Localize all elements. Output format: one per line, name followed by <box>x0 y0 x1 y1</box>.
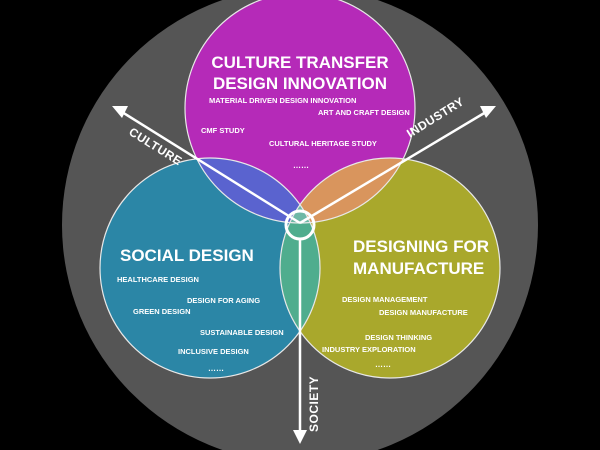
overlap-top-left <box>185 158 320 223</box>
top-item: …… <box>293 161 309 170</box>
left-item: …… <box>208 364 224 373</box>
left-item: DESIGN FOR AGING <box>187 296 260 305</box>
axis-culture-line <box>121 110 301 225</box>
right-item: DESIGN THINKING <box>365 333 432 342</box>
top-item: ART AND CRAFT DESIGN <box>318 108 410 117</box>
axis-industry-line <box>299 110 487 225</box>
top-item: CULTURAL HERITAGE STUDY <box>269 139 377 148</box>
circle-outline-right <box>279 157 501 379</box>
left-item: SUSTAINABLE DESIGN <box>200 328 284 337</box>
right-circle-text: DESIGNING FOR MANUFACTURE DESIGN MANAGEM… <box>322 237 489 369</box>
top-title-line-1: CULTURE TRANSFER <box>211 53 388 72</box>
left-item: INCLUSIVE DESIGN <box>178 347 249 356</box>
right-item: DESIGN MANUFACTURE <box>379 308 468 317</box>
left-item: GREEN DESIGN <box>133 307 191 316</box>
circle-outline-left <box>99 157 321 379</box>
arrowhead-industry <box>480 106 496 118</box>
right-title-line-1: DESIGNING FOR <box>353 237 489 256</box>
top-item: CMF STUDY <box>201 126 245 135</box>
axis-label-society: SOCIETY <box>307 376 321 432</box>
left-title: SOCIAL DESIGN <box>120 246 254 265</box>
arrowhead-society <box>293 430 307 444</box>
right-item: DESIGN MANAGEMENT <box>342 295 428 304</box>
top-item: MATERIAL DRIVEN DESIGN INNOVATION <box>209 96 356 105</box>
right-item: INDUSTRY EXPLORATION <box>322 345 416 354</box>
top-title-line-2: DESIGN INNOVATION <box>213 74 387 93</box>
overlap-top-right <box>280 158 415 223</box>
arrowhead-culture <box>112 106 128 118</box>
center-ring <box>284 209 316 241</box>
right-title-line-2: MANUFACTURE <box>353 259 484 278</box>
axis-arrowheads <box>112 106 496 444</box>
left-item: HEALTHCARE DESIGN <box>117 275 199 284</box>
right-item: …… <box>375 360 391 369</box>
axis-lines <box>121 110 487 432</box>
top-circle-text: CULTURE TRANSFER DESIGN INNOVATION MATER… <box>201 53 410 170</box>
left-circle-text: SOCIAL DESIGN HEALTHCARE DESIGN DESIGN F… <box>117 246 284 373</box>
